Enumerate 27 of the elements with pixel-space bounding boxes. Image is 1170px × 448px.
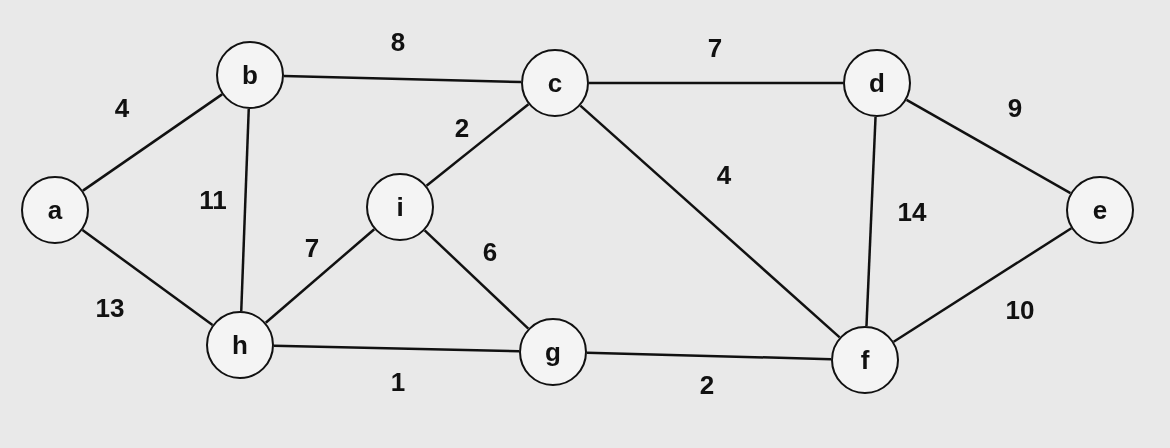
vertex-label: h	[232, 332, 248, 358]
vertex-label: e	[1092, 197, 1108, 223]
edge-line	[240, 108, 250, 312]
graph-vertex	[831, 326, 899, 394]
edge-line	[865, 116, 877, 327]
vertex-label: g	[545, 339, 561, 365]
edge-line	[273, 344, 520, 353]
vertex-label: a	[47, 197, 63, 223]
vertex-label: i	[396, 194, 404, 220]
edge-line	[425, 103, 530, 187]
edge-line	[589, 81, 843, 85]
edge-line	[579, 104, 841, 339]
graph-vertex	[206, 311, 274, 379]
edge-line	[264, 228, 376, 324]
edge-line	[81, 229, 214, 326]
vertex-label: f	[860, 347, 870, 373]
vertex-label: c	[547, 70, 563, 96]
edge-line	[586, 351, 832, 361]
edge-line	[905, 98, 1072, 195]
edge-line	[82, 93, 223, 192]
edge-line	[283, 74, 522, 84]
graph-vertex	[366, 173, 434, 241]
edge-line	[893, 227, 1072, 343]
vertex-label: d	[869, 70, 885, 96]
graph-vertex	[521, 49, 589, 117]
edge-line	[423, 229, 530, 330]
vertex-label: b	[242, 62, 258, 88]
